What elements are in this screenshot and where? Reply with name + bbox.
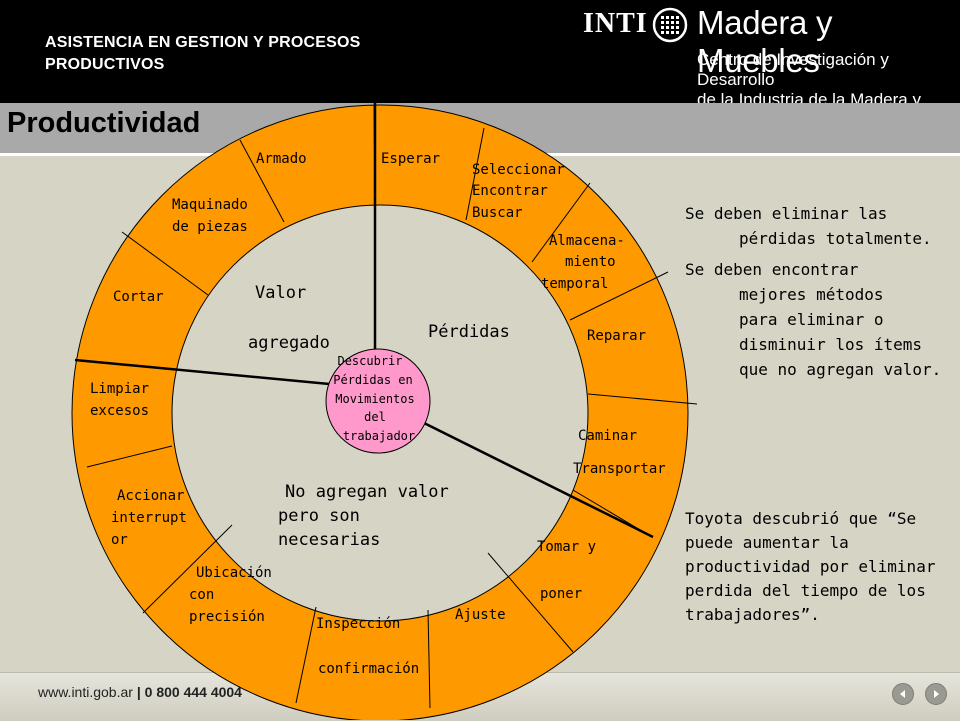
label-accionar-3: or [111,532,128,548]
divider-armado-maquinado [239,139,285,223]
header-bar [0,0,960,103]
note-better-methods: Se deben encontrar mejores métodos para … [685,257,955,382]
label-seleccionar-2: Encontrar [472,183,548,199]
inner-perdidas: Pérdidas [428,322,510,342]
toyota-quote: Toyota descubrió que “Se puede aumentar … [685,509,936,624]
label-tomar-2: poner [540,586,582,602]
label-ubicacion-3: precisión [189,609,265,625]
logo-subtitle-line1: Centro de Investigación y Desarrollo [697,50,889,89]
section-lines [74,103,654,539]
center-line-3: Movimientos [335,392,414,406]
label-seleccionar-3: Buscar [472,205,523,221]
label-esperar: Esperar [381,151,440,167]
label-accionar-1: Accionar [117,488,184,504]
divider-almacena-reparar [569,271,669,321]
course-title: ASISTENCIA EN GESTION Y PROCESOS PRODUCT… [45,32,485,76]
inner-region-labels: Valor agregado Pérdidas No agregan valor… [248,283,510,550]
inti-logo-mark-icon [652,7,688,43]
divider-inspeccion-ajuste [427,609,431,709]
note-methods-line2: mejores métodos [739,285,884,304]
note-methods-line3: para eliminar o [739,310,884,329]
label-ubicacion-1: Ubicación [196,565,272,581]
center-text: Descubrir Pérdidas en Movimientos del tr… [333,354,415,443]
inti-logo-word: INTI [583,8,648,39]
course-title-line2: PRODUCTIVOS [45,56,165,73]
center-line-2: Pérdidas en [333,373,412,387]
label-almacena-1: Almacena- [549,233,625,249]
inner-no-agregan-line3: necesarias [278,530,380,550]
ring-labels: Armado Esperar Seleccionar Encontrar Bus… [90,151,666,677]
label-cortar: Cortar [113,289,164,305]
label-armado: Armado [256,151,307,167]
course-title-line1: ASISTENCIA EN GESTION Y PROCESOS [45,34,361,51]
divider-seleccionar-almacena [531,182,591,263]
page-title: Productividad [7,107,201,139]
label-caminar: Caminar [578,428,637,444]
label-ajuste: Ajuste [455,607,506,623]
note-methods-line4: disminuir los ítems [739,335,923,354]
inner-valor-line1: Valor [255,283,306,303]
section-line-right [419,419,654,539]
label-maquinado-2: de piezas [172,219,248,235]
arrow-left-icon [900,690,905,698]
label-inspeccion-2: confirmación [318,661,419,677]
divider-accionar-ubicacion [142,524,233,614]
label-almacena-3: temporal [541,276,608,292]
footer-contact: www.inti.gob.ar | 0 800 444 4004 [38,684,242,700]
label-reparar: Reparar [587,328,646,344]
label-inspeccion-1: Inspección [316,616,400,632]
label-almacena-2: miento [565,254,616,270]
divider-ubicacion-inspeccion [295,606,317,704]
footer-url[interactable]: www.inti.gob.ar [38,684,133,700]
inner-no-agregan-line1: No agregan valor [285,482,449,502]
footer-separator: | [132,684,145,700]
label-maquinado-1: Maquinado [172,197,248,213]
center-circle [325,348,431,454]
label-tomar-1: Tomar y [537,539,596,555]
prev-slide-button[interactable] [892,683,914,705]
note-eliminate-line2: pérdidas totalmente. [739,229,932,248]
inner-valor-line2: agregado [248,333,330,353]
label-transportar: Transportar [573,461,666,477]
label-limpiar-1: Limpiar [90,381,149,397]
divider-maquinado-cortar [121,231,209,296]
label-ubicacion-2: con [189,587,214,603]
divider-reparar-caminar [587,393,698,405]
section-line-left [74,358,341,387]
arrow-right-icon [934,690,939,698]
divider-ajuste-tomar [487,552,574,653]
divider-esperar-seleccionar [465,127,485,221]
label-accionar-2: interrupt [111,510,187,526]
center-line-5: trabajador [343,429,415,443]
footer-phone: 0 800 444 4004 [144,684,242,700]
next-slide-button[interactable] [925,683,947,705]
note-methods-line5: que no agregan valor. [739,360,942,379]
note-methods-line1: Se deben encontrar [685,260,859,279]
label-seleccionar-1: Seleccionar [472,162,565,178]
note-eliminate-line1: Se deben eliminar las [685,204,888,223]
divider-accionar-limpiar [86,445,173,468]
center-line-4: del [364,410,386,424]
inner-no-agregan-line2: pero son [278,506,360,526]
logo-division-name: Madera y Muebles [697,4,833,79]
label-limpiar-2: excesos [90,403,149,419]
center-line-1: Descubrir [337,354,402,368]
note-eliminate-losses: Se deben eliminar las pérdidas totalment… [685,201,950,251]
